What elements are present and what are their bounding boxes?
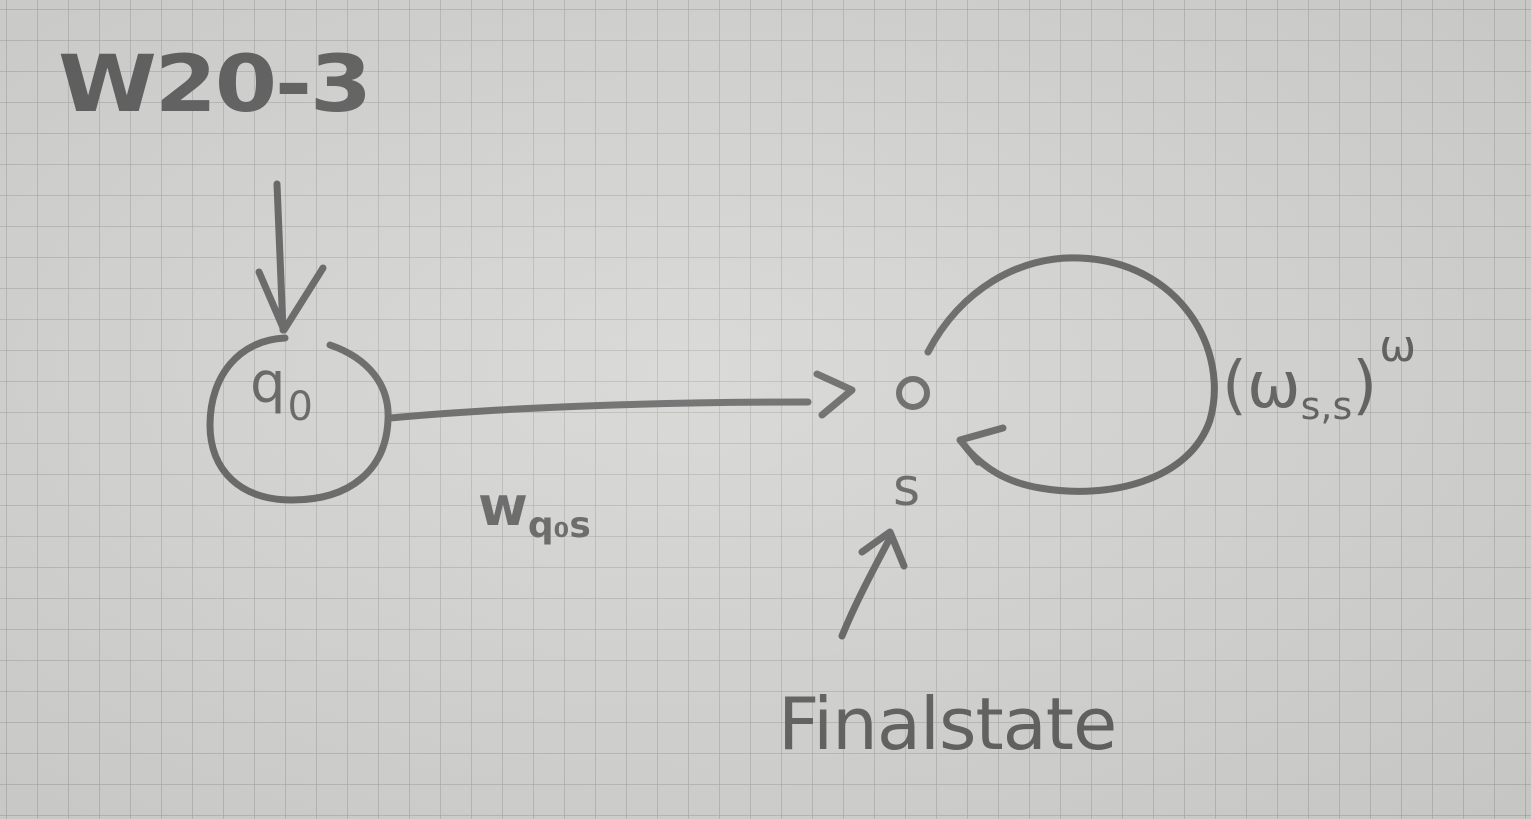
start-state-label: q0 — [250, 356, 313, 430]
diagram-title: W20-3 — [58, 40, 372, 130]
self-loop-curve — [924, 254, 1218, 495]
transition-symbol: w — [478, 475, 528, 538]
loop-subscript: s,s — [1300, 384, 1353, 428]
final-caption-arrow-shaft — [838, 534, 894, 640]
loop-symbol: ω — [1246, 349, 1301, 423]
final-state-caption: Finalstate — [778, 682, 1117, 766]
self-loop-label: (ωs,s)ω — [1222, 325, 1416, 428]
transition-arrow-shaft — [386, 398, 812, 422]
transition-subscript: q₀s — [527, 505, 591, 546]
final-state-dot — [896, 376, 930, 410]
start-state-subscript: 0 — [287, 384, 313, 430]
initial-arrow-head — [255, 264, 327, 334]
transition-label: wq₀s — [478, 480, 591, 544]
transition-arrow-head — [813, 370, 856, 419]
initial-arrow-shaft — [273, 180, 287, 334]
final-state-name: s — [893, 458, 921, 518]
start-state-circle — [206, 334, 392, 504]
final-caption-arrow-head — [858, 528, 908, 570]
loop-open-paren: ( — [1222, 349, 1247, 423]
start-state-name: q — [250, 351, 286, 416]
loop-exponent: ω — [1379, 321, 1417, 372]
self-loop-arrow-head — [956, 424, 1007, 466]
loop-close-paren: ) — [1352, 349, 1378, 423]
